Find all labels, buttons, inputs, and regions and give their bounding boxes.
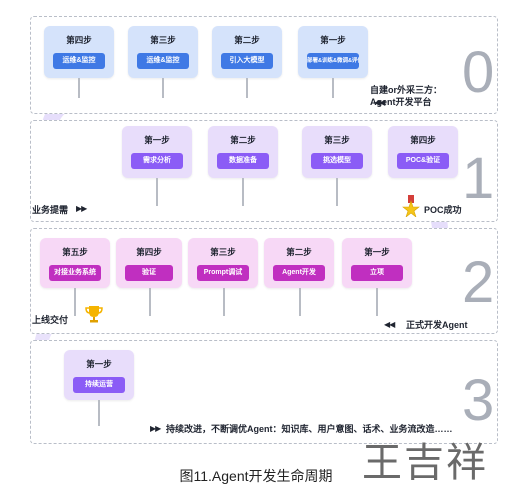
step-label: 第三步: [150, 35, 176, 45]
task-pill: 对接业务系统: [49, 265, 101, 281]
connector: [156, 178, 158, 206]
phase-2-step-card: 第四步 验证: [116, 238, 182, 288]
phase-2-label-left: 上线交付: [32, 315, 69, 325]
phase-1-step-card: 第一步 需求分析: [122, 126, 192, 178]
phase-1-label-right: POC成功: [424, 205, 462, 215]
step-label: 第一步: [364, 247, 390, 257]
phase-2-number: 2: [462, 250, 495, 315]
step-label: 第一步: [144, 135, 170, 145]
connector: [336, 178, 338, 206]
task-pill: 部署&训练&微调&评估下载: [307, 53, 359, 69]
task-pill: 数据准备: [217, 153, 269, 169]
task-pill: POC&验证: [397, 153, 449, 169]
connector: [74, 288, 76, 316]
trophy-icon: [85, 306, 103, 323]
phase-3-step-card: 第一步 持续运营: [64, 350, 134, 400]
phase-0-number: 0: [462, 40, 495, 105]
task-pill: 运维&监控: [137, 53, 189, 69]
connector: [246, 78, 248, 98]
connector: [98, 400, 100, 426]
task-pill: Prompt调试: [197, 265, 249, 281]
phase-1-label-left: 业务提需: [32, 205, 69, 215]
connector: [376, 288, 378, 316]
author-watermark: 王吉祥: [362, 440, 488, 486]
task-pill: 运维&监控: [53, 53, 105, 69]
arrow-right-icon: ▶▶: [76, 204, 87, 213]
step-label: 第二步: [234, 35, 260, 45]
step-label: 第二步: [286, 247, 312, 257]
step-label: 第二步: [230, 135, 256, 145]
phase-1-step-card: 第三步 挑选模型: [302, 126, 372, 178]
connector: [162, 78, 164, 98]
figure-caption: 图11.Agent开发生命周期: [179, 468, 333, 484]
arrow-left-icon: ◀◀: [384, 320, 395, 329]
step-label: 第三步: [210, 247, 236, 257]
task-pill: 验证: [125, 265, 173, 281]
step-label: 第一步: [86, 359, 112, 369]
connector: [242, 178, 244, 206]
phase-2-step-card: 第二步 Agent开发: [264, 238, 334, 288]
phase-2-step-card: 第三步 Prompt调试: [188, 238, 258, 288]
phase-0-step-card: 第四步 运维&监控: [44, 26, 114, 78]
step-label: 第四步: [136, 247, 162, 257]
phase-1-step-card: 第二步 数据准备: [208, 126, 278, 178]
connector: [78, 78, 80, 98]
task-pill: 挑选模型: [311, 153, 363, 169]
phase-1-step-card: 第四步 POC&验证: [388, 126, 458, 178]
step-label: 第四步: [66, 35, 92, 45]
task-pill: 立项: [351, 265, 403, 281]
connector: [149, 288, 151, 316]
medal-star-icon: [402, 195, 420, 217]
phase-2-step-card: 第一步 立项: [342, 238, 412, 288]
phase-2-step-card: 第五步 对接业务系统: [40, 238, 110, 288]
task-pill: 引入大模型: [221, 53, 273, 69]
task-pill: Agent开发: [273, 265, 325, 281]
phase-0-step-card: 第一步 部署&训练&微调&评估下载: [298, 26, 368, 78]
phase-0-label: 自建or外采三方： Agent开发平台: [370, 85, 443, 107]
step-label: 第四步: [410, 135, 436, 145]
phase-0-step-card: 第二步 引入大模型: [212, 26, 282, 78]
connector: [299, 288, 301, 316]
arrow-right-icon: ▶▶: [150, 424, 161, 433]
step-label: 第一步: [320, 35, 346, 45]
phase-3-label: 持续改进，不断调优Agent：知识库、用户意图、话术、业务流改造……: [166, 424, 453, 434]
task-pill: 持续运营: [73, 377, 125, 393]
phase-2-label-right: 正式开发Agent: [406, 320, 468, 330]
step-label: 第五步: [62, 247, 88, 257]
connector: [223, 288, 225, 316]
step-label: 第三步: [324, 135, 350, 145]
phase-1-number: 1: [462, 146, 495, 211]
connector: [332, 78, 334, 98]
task-pill: 需求分析: [131, 153, 183, 169]
phase-0-step-card: 第三步 运维&监控: [128, 26, 198, 78]
phase-3-number: 3: [462, 368, 495, 433]
arrow-left-icon: ◀◀: [374, 98, 385, 107]
